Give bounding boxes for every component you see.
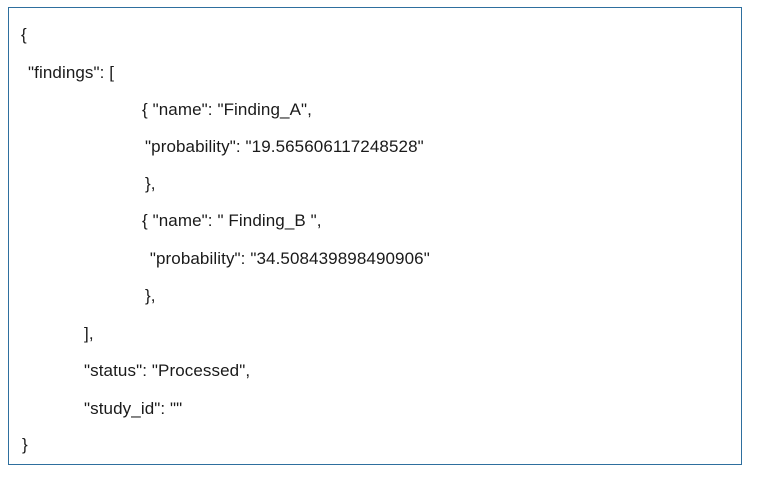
json-study-id: "study_id": "" (84, 399, 183, 418)
json-open-brace: { (21, 25, 27, 44)
json-findings-close: ], (84, 324, 94, 343)
json-finding-b-probability: "probability": "34.508439898490906" (145, 249, 430, 268)
json-finding-a-name: { "name": "Finding_A", (142, 100, 312, 119)
json-finding-a-close: }, (145, 174, 156, 193)
json-code-box: { "findings": [ { "name": "Finding_A", "… (8, 7, 742, 465)
json-finding-b-name: { "name": " Finding_B ", (142, 211, 322, 230)
json-close-brace: } (22, 435, 28, 454)
json-finding-a-probability: "probability": "19.565606117248528" (145, 137, 424, 156)
json-status: "status": "Processed", (84, 361, 251, 380)
json-finding-b-close: }, (145, 286, 156, 305)
json-findings-key: "findings": [ (28, 63, 115, 82)
